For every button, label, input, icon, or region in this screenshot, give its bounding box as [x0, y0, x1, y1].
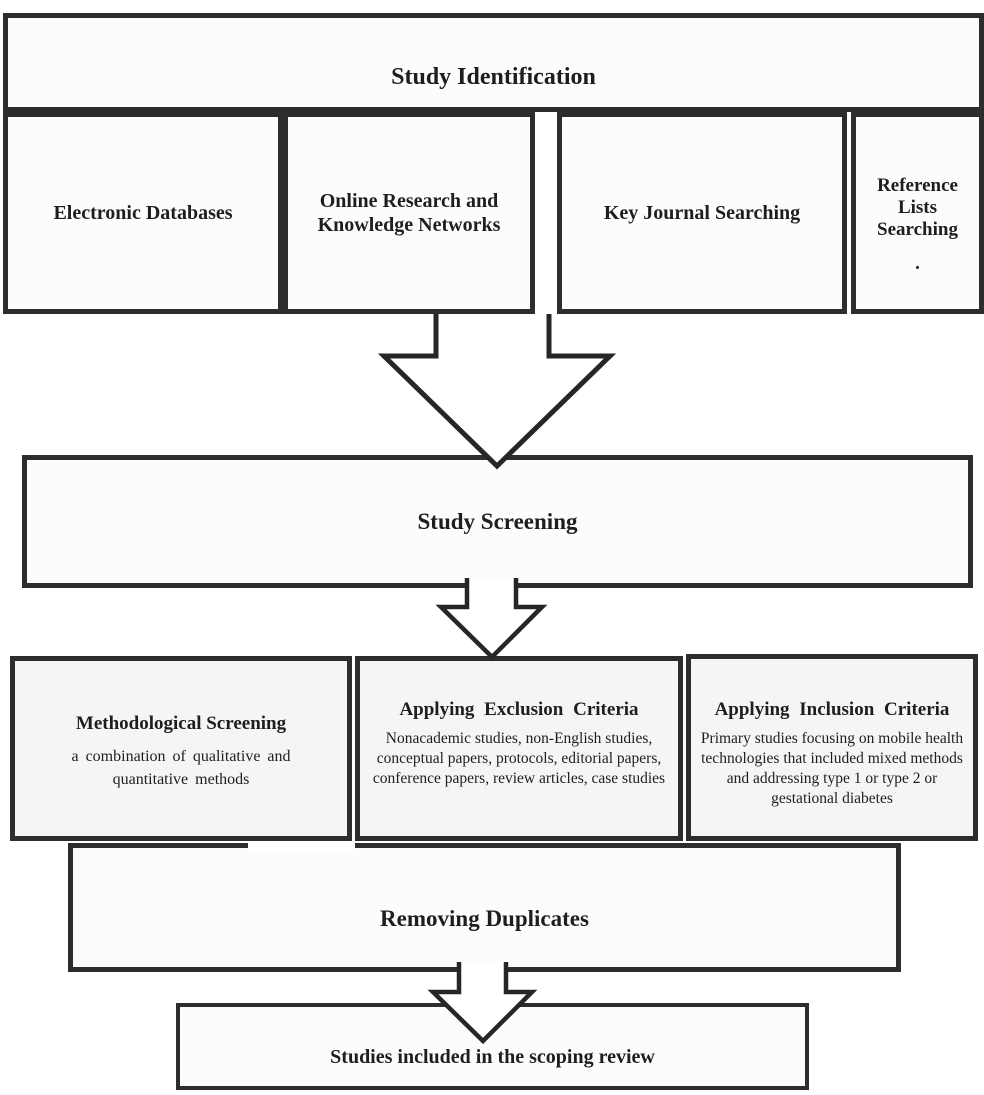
electronic-databases-label: Electronic Databases	[53, 202, 233, 224]
down-arrow-middle-icon	[435, 578, 548, 661]
reference-lists-searching-label: Reference Lists Searching	[877, 175, 958, 240]
inclusion-criteria-title: Applying Inclusion Criteria	[714, 699, 950, 720]
inclusion-criteria-box: Applying Inclusion Criteria Primary stud…	[686, 654, 978, 841]
reference-lists-searching-box: Reference Lists Searching .	[851, 112, 984, 314]
methodological-screening-box: Methodological Screening a combination o…	[10, 656, 352, 841]
studies-included-box: Studies included in the scoping review	[176, 1003, 809, 1090]
study-screening-box: Study Screening	[22, 455, 973, 588]
study-screening-label: Study Screening	[417, 508, 578, 534]
removing-duplicates-box: Removing Duplicates	[68, 843, 901, 972]
online-research-networks-box: Online Research and Knowledge Networks	[283, 112, 535, 314]
key-journal-searching-box: Key Journal Searching	[557, 112, 847, 314]
key-journal-searching-label: Key Journal Searching	[603, 202, 801, 224]
online-research-networks-label: Online Research and Knowledge Networks	[317, 190, 501, 236]
exclusion-criteria-body: Nonacademic studies, non-English studies…	[372, 730, 666, 787]
exclusion-criteria-box: Applying Exclusion Criteria Nonacademic …	[355, 656, 683, 841]
down-arrow-top-icon	[377, 314, 617, 470]
studies-included-label: Studies included in the scoping review	[330, 1045, 655, 1068]
electronic-databases-box: Electronic Databases	[3, 112, 283, 314]
border-gap-patch	[248, 842, 355, 852]
reference-lists-footnote: .	[915, 253, 920, 274]
methodological-screening-title: Methodological Screening	[75, 713, 287, 734]
removing-duplicates-label: Removing Duplicates	[380, 906, 589, 931]
exclusion-criteria-title: Applying Exclusion Criteria	[399, 699, 639, 720]
study-identification-label: Study Identification	[391, 64, 596, 90]
inclusion-criteria-body: Primary studies focusing on mobile healt…	[700, 730, 964, 807]
study-identification-box: Study Identification	[3, 13, 984, 112]
methodological-screening-body: a combination of qualitative and quantit…	[71, 748, 291, 788]
